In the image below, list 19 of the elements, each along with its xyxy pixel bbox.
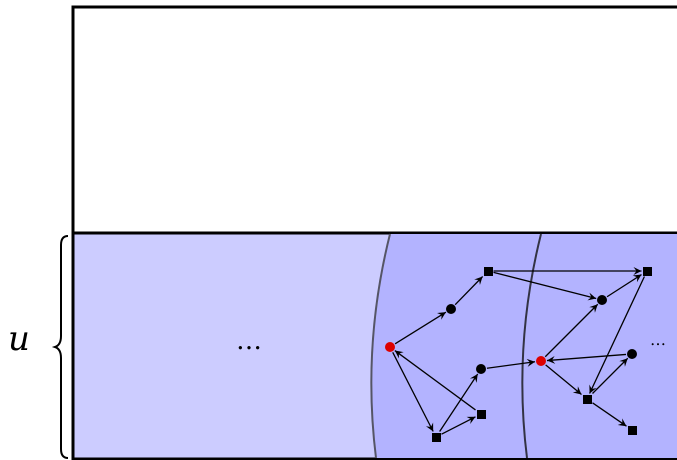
- arrow: [589, 276, 645, 394]
- ellipsis: …: [236, 328, 262, 354]
- arrow: [546, 354, 626, 364]
- math-variable: u: [8, 322, 30, 356]
- arrow: [544, 304, 598, 358]
- arrow: [454, 276, 484, 306]
- arrow: [394, 350, 476, 410]
- arrow: [545, 364, 582, 395]
- arrow: [606, 274, 642, 298]
- arrow: [493, 272, 596, 300]
- arrow: [439, 374, 478, 432]
- arrow: [592, 402, 627, 427]
- arrow: [494, 267, 642, 275]
- arrow: [441, 416, 476, 435]
- arrow: [486, 358, 536, 369]
- ellipsis: …: [650, 332, 666, 348]
- arrow: [394, 312, 446, 344]
- arrow: [592, 358, 628, 394]
- arrow: [392, 352, 434, 432]
